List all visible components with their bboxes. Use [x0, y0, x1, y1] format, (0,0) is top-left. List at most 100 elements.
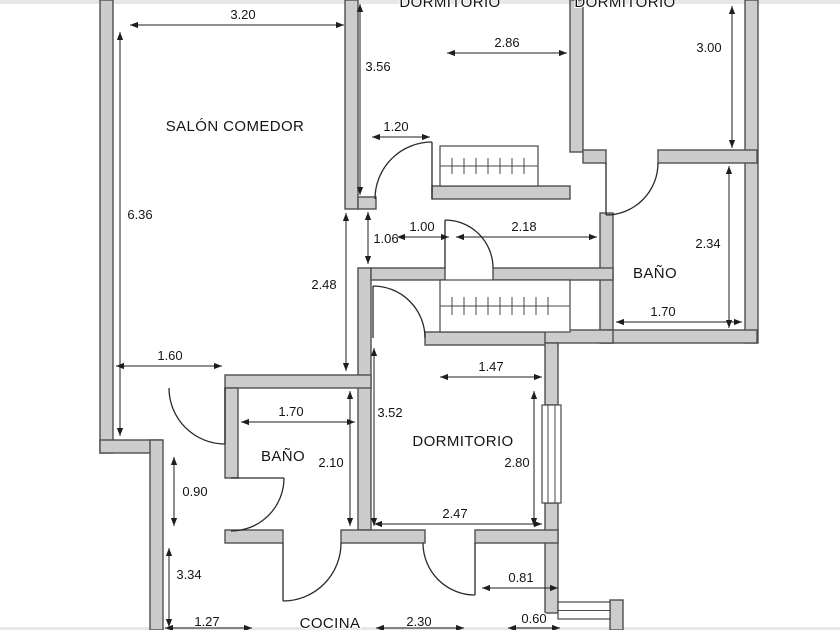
- wall-segment: [431, 185, 571, 200]
- dimension: 2.86: [447, 34, 567, 57]
- wall-segment: [224, 387, 239, 479]
- dimension-label: 1.47: [478, 359, 503, 374]
- room-label: COCINA: [300, 615, 361, 630]
- dimension: 1.27: [165, 613, 252, 630]
- room-label: SALÓN COMEDOR: [166, 118, 305, 135]
- dimension-label: 1.70: [650, 304, 675, 319]
- dimension: 3.20: [130, 6, 344, 29]
- dimension: 2.34: [694, 166, 733, 328]
- dimension-label: 2.80: [504, 455, 529, 470]
- room-label: DORMITORIO: [412, 433, 513, 450]
- door-bath-left: [230, 477, 285, 532]
- window-kitchen: [557, 601, 611, 620]
- door-swing-arc: [168, 387, 226, 445]
- dimension-label: 2.30: [406, 614, 431, 629]
- wall-segment: [569, 0, 584, 153]
- dimension-label: 1.06: [373, 231, 398, 246]
- dimension: 3.34: [165, 548, 203, 627]
- dimension: 2.47: [374, 505, 542, 528]
- closet-middle: [439, 279, 571, 333]
- dimension-label: 1.70: [278, 404, 303, 419]
- wall-segment: [609, 599, 624, 630]
- wall-segment: [544, 342, 559, 406]
- dimension: 1.00: [397, 218, 449, 241]
- dimension-label: 3.56: [365, 59, 390, 74]
- dimension: 2.80: [503, 391, 538, 526]
- dimension-label: 1.00: [409, 219, 434, 234]
- dimension: 2.48: [310, 213, 350, 371]
- dimension: 3.56: [356, 4, 392, 195]
- room-label: DORMITORIO: [574, 0, 675, 11]
- dimension: 0.60: [508, 610, 560, 630]
- dimension-label: 0.90: [182, 484, 207, 499]
- door-swing-arc: [422, 542, 476, 596]
- wall-segment: [357, 267, 372, 531]
- door-swing-arc: [282, 542, 342, 602]
- wall-segment: [340, 529, 426, 544]
- wall-segment: [224, 529, 284, 544]
- dimension-label: 0.60: [521, 611, 546, 626]
- wall-segment: [599, 329, 758, 344]
- door-hall-salon: [374, 141, 433, 200]
- door-hallway: [444, 219, 494, 269]
- door-kitchen-right: [422, 542, 476, 596]
- door-bedroom-center: [372, 285, 426, 339]
- door-bath-right: [605, 162, 659, 216]
- door-swing-arc: [230, 477, 285, 532]
- wall-segment: [582, 149, 607, 164]
- dimension-label: 2.86: [494, 35, 519, 50]
- dimension: 1.70: [241, 403, 355, 426]
- closet-ticks: [451, 158, 525, 174]
- dimension: 2.18: [456, 218, 597, 241]
- wall-segment: [744, 0, 759, 344]
- dimension-label: 2.10: [318, 455, 343, 470]
- dimension-label: 1.20: [383, 119, 408, 134]
- dimensions: 3.20 2.86 3.00 3.56 1.20 6.36 1.06 1.00: [116, 4, 742, 630]
- dimension-label: 2.34: [695, 236, 720, 251]
- wall-segment: [370, 267, 446, 281]
- room-labels: DORMITORIO DORMITORIO SALÓN COMEDOR BAÑO…: [165, 0, 678, 630]
- door-swing-arc: [374, 141, 433, 200]
- door-swing-arc: [372, 285, 426, 339]
- room-label: BAÑO: [261, 448, 305, 465]
- wall-segment: [657, 149, 758, 164]
- dimension: 1.70: [616, 303, 742, 326]
- door-swing-arc: [444, 219, 494, 269]
- wall-segment: [99, 0, 114, 454]
- dimension: 1.20: [372, 118, 430, 141]
- dimension-label: 6.36: [127, 207, 152, 222]
- dimension-label: 0.81: [508, 570, 533, 585]
- room-label: BAÑO: [633, 265, 677, 282]
- dimension: 2.30: [376, 613, 464, 630]
- dimension-label: 3.34: [176, 567, 201, 582]
- wall-segment: [544, 502, 559, 614]
- dimension: 0.90: [170, 457, 209, 526]
- dimension: 1.06: [364, 212, 400, 264]
- wall-segment: [474, 529, 559, 544]
- dimension: 3.52: [370, 348, 404, 526]
- wall-segment: [492, 267, 614, 281]
- wall-segment: [544, 329, 614, 344]
- wall-segment: [344, 0, 359, 210]
- window-panes: [547, 405, 556, 503]
- dimension-label: 1.60: [157, 348, 182, 363]
- wall-segment: [357, 196, 377, 210]
- door-kitchen-left: [282, 542, 342, 602]
- window-bedroom: [541, 404, 562, 504]
- dimension: 1.60: [116, 347, 222, 370]
- dimension-label: 3.52: [377, 405, 402, 420]
- dimension-label: 3.20: [230, 7, 255, 22]
- wall-segment: [424, 331, 559, 346]
- dimension: 3.00: [695, 6, 736, 148]
- dimension: 0.81: [482, 569, 558, 592]
- dimension: 1.47: [440, 358, 542, 381]
- window-frame: [541, 404, 562, 504]
- dimension-label: 1.27: [194, 614, 219, 629]
- page-edge-top: [0, 0, 840, 4]
- closet-ticks: [451, 297, 549, 315]
- dimension-label: 3.00: [696, 40, 721, 55]
- room-label: DORMITORIO: [399, 0, 500, 11]
- door-swing-arc: [605, 162, 659, 216]
- dimension-label: 2.48: [311, 277, 336, 292]
